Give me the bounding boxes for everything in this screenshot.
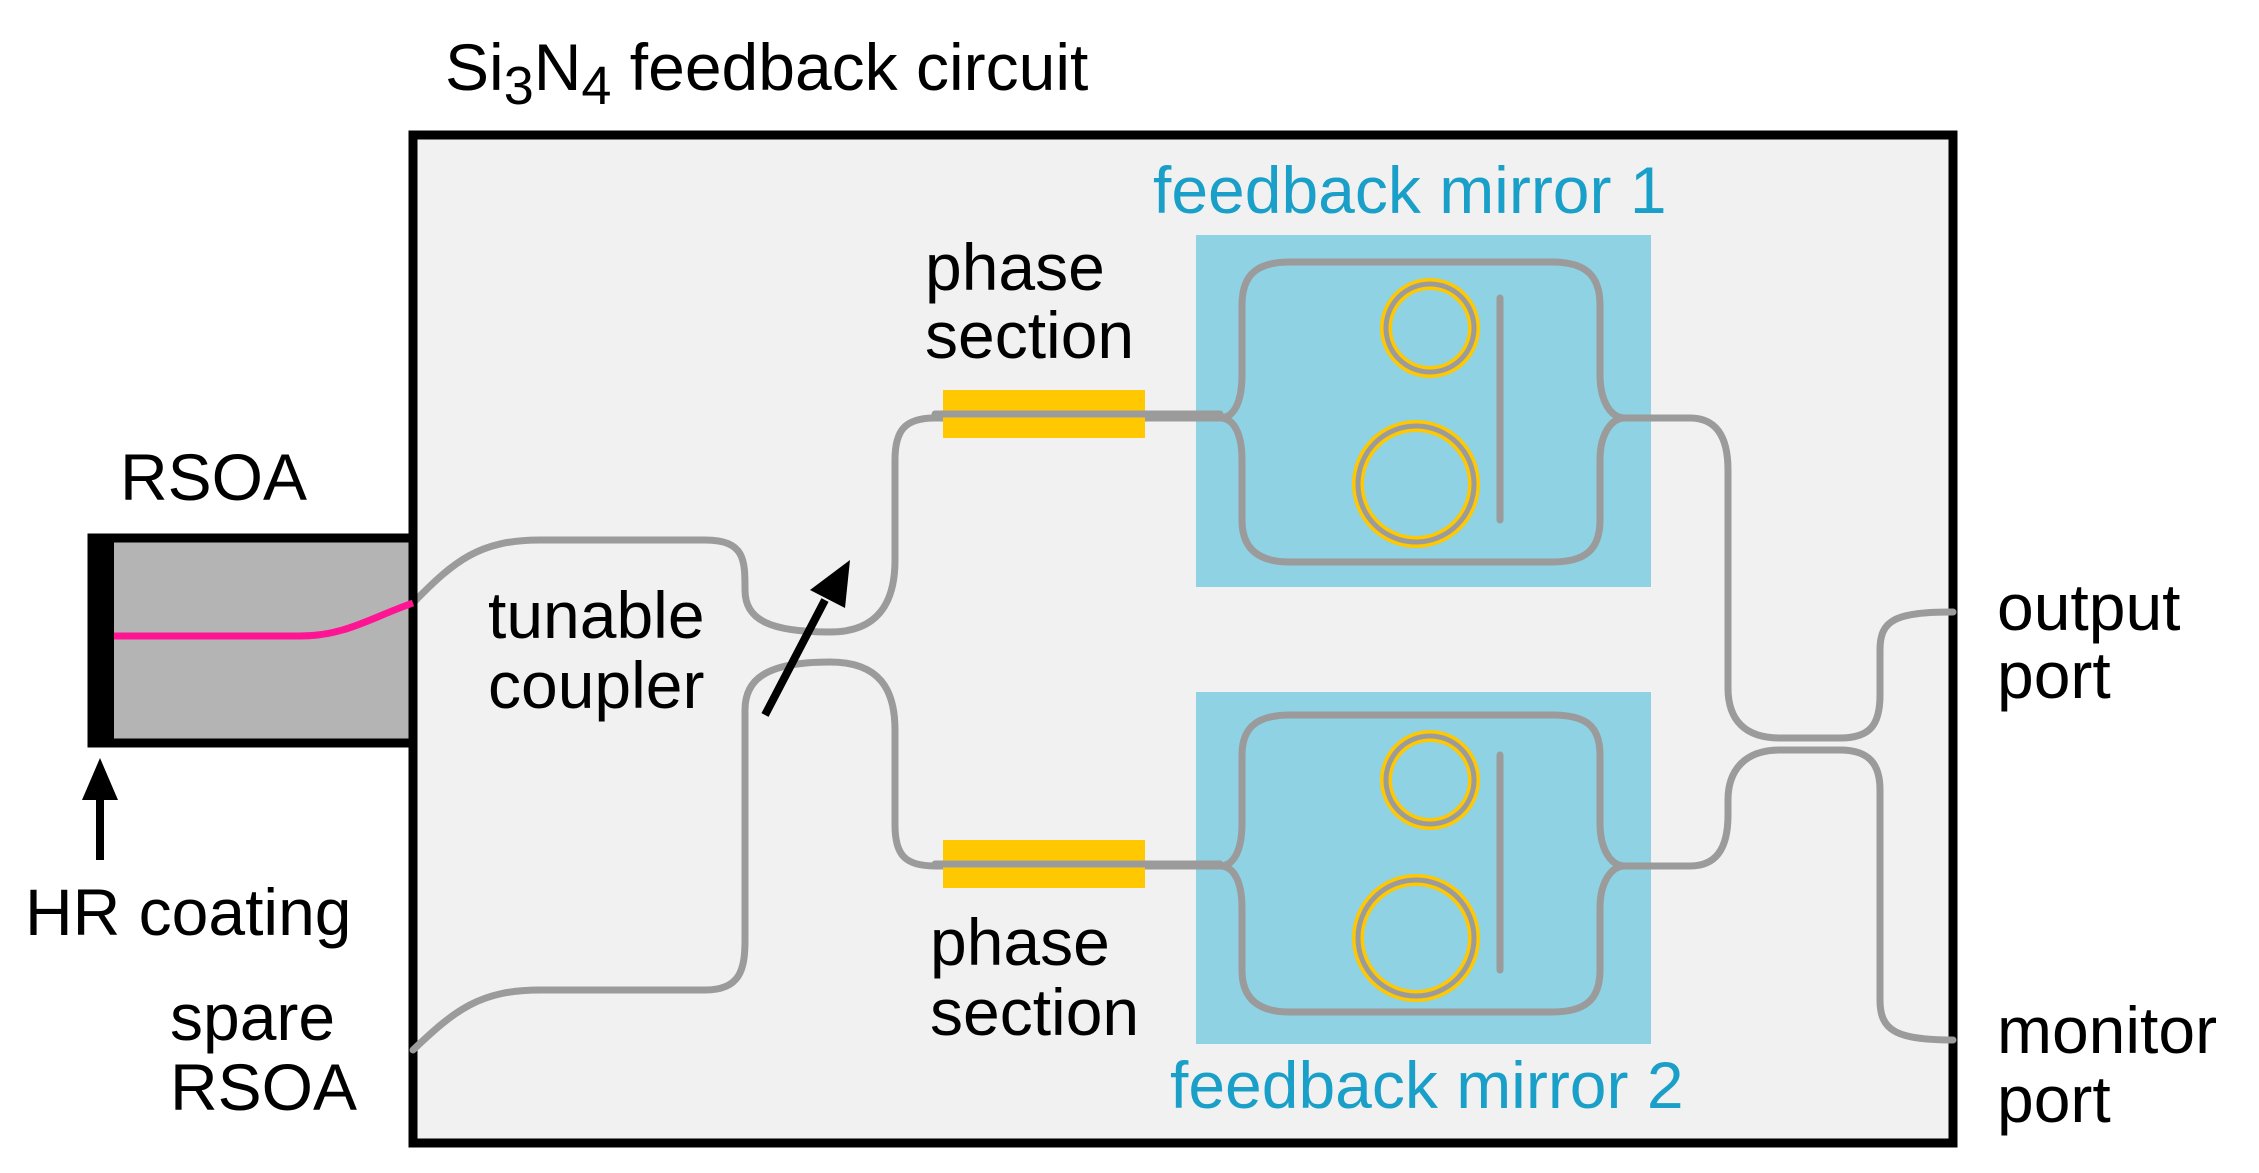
phase-section-2-label-line1: phase — [930, 905, 1110, 979]
phase-section-2-label-line2: section — [930, 975, 1139, 1049]
tunable-coupler-label-line1: tunable — [488, 578, 705, 652]
rsoa-active-waveguide — [114, 599, 415, 640]
ring-resonators — [1352, 278, 1480, 1002]
hr-coating-arrow — [82, 758, 118, 860]
rsoa-label: RSOA — [120, 440, 307, 514]
feedback-mirror-2-label: feedback mirror 2 — [1170, 1048, 1684, 1122]
feedback-mirror-1-label: feedback mirror 1 — [1153, 153, 1667, 227]
spare-rsoa-label-line1: spare — [170, 980, 335, 1054]
phase-section-1-label-line2: section — [925, 298, 1134, 372]
monitor-port-label-line1: monitor — [1997, 993, 2217, 1067]
hr-coating-facet — [88, 534, 114, 747]
phase-section-1-label-line1: phase — [925, 230, 1105, 304]
tunable-coupler-arrow — [761, 560, 850, 717]
rsoa-body — [87, 533, 418, 748]
si3n4-chip — [408, 130, 1958, 1148]
waveguides — [409, 258, 1957, 1054]
chip-title: Si3N4 feedback circuit — [445, 30, 1088, 116]
monitor-port-label-line2: port — [1997, 1062, 2111, 1136]
tunable-coupler-label-line2: coupler — [488, 648, 704, 722]
feedback-mirror-2-region — [1196, 692, 1651, 1044]
feedback-mirror-1-region — [1196, 235, 1651, 587]
spare-rsoa-label-line2: RSOA — [170, 1050, 357, 1124]
hr-coating-label: HR coating — [25, 875, 352, 949]
output-port-label-line2: port — [1997, 638, 2111, 712]
output-port-label-line1: output — [1997, 570, 2181, 644]
